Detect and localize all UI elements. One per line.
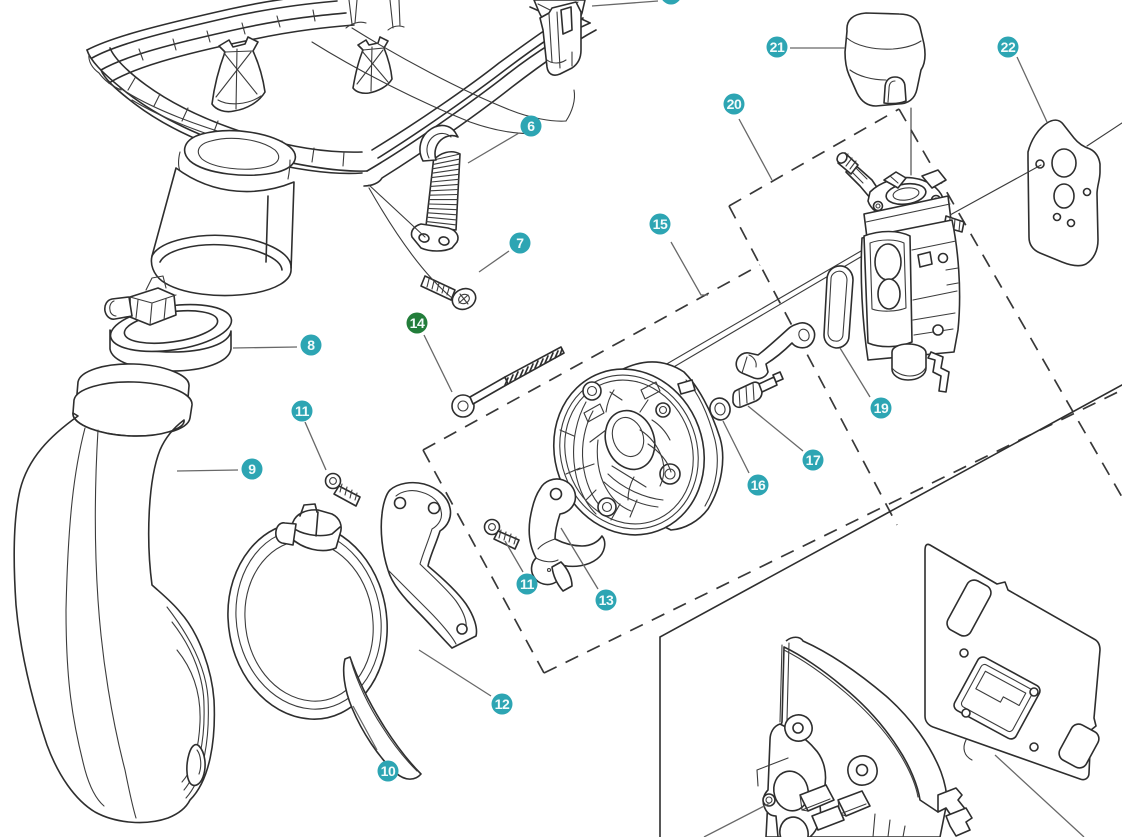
svg-text:13: 13: [599, 592, 614, 608]
svg-text:15: 15: [653, 216, 668, 232]
svg-text:22: 22: [1001, 39, 1016, 55]
svg-text:16: 16: [751, 477, 766, 493]
svg-text:14: 14: [410, 315, 425, 331]
svg-text:7: 7: [516, 235, 524, 251]
svg-text:11: 11: [520, 576, 535, 592]
svg-text:8: 8: [307, 337, 315, 353]
svg-text:10: 10: [381, 763, 396, 779]
svg-text:12: 12: [495, 696, 510, 712]
svg-text:6: 6: [527, 118, 535, 134]
svg-text:11: 11: [295, 403, 310, 419]
svg-text:9: 9: [248, 461, 256, 477]
svg-text:17: 17: [806, 452, 821, 468]
svg-text:20: 20: [727, 96, 742, 112]
svg-text:21: 21: [770, 39, 785, 55]
svg-text:19: 19: [874, 400, 889, 416]
